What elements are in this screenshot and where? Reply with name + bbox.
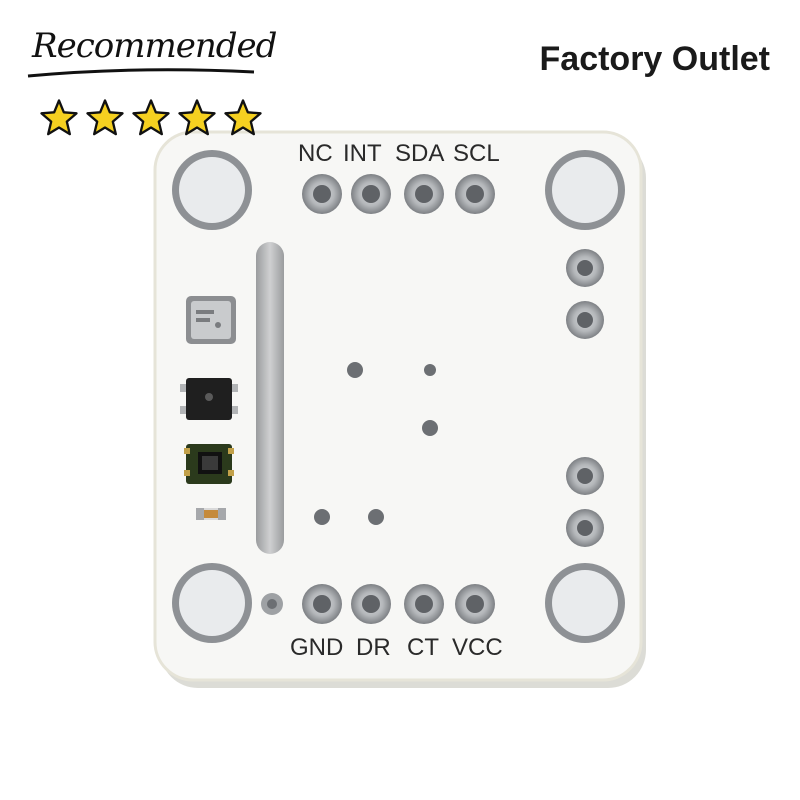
mounting-hole-bottom-left	[172, 563, 252, 643]
vias	[314, 362, 438, 525]
right-side-pads	[566, 249, 604, 547]
mounting-hole-bottom-right	[545, 563, 625, 643]
black-ic-chip	[180, 378, 238, 420]
smd-resistor	[196, 508, 226, 520]
top-header-pads	[302, 174, 495, 214]
star-icon	[178, 99, 216, 136]
pressure-sensor-chip	[186, 296, 236, 344]
pin-label-nc: NC	[298, 140, 333, 167]
light-sensor-chip	[184, 444, 234, 484]
recommended-text: Recommended	[32, 26, 277, 66]
pin-label-dr: DR	[356, 634, 391, 661]
star-icon	[224, 99, 262, 136]
star-icon	[86, 99, 124, 136]
pin-label-vcc: VCC	[452, 634, 503, 661]
pin-label-gnd: GND	[290, 634, 344, 661]
pin-label-sda: SDA	[395, 140, 445, 167]
bottom-header-pads	[261, 584, 495, 624]
metal-strip	[256, 242, 284, 554]
star-icon	[132, 99, 170, 136]
mounting-hole-top-right	[545, 150, 625, 230]
rating-stars	[38, 98, 264, 138]
pin-label-int: INT	[343, 140, 382, 167]
star-icon	[40, 99, 78, 136]
badge-underline	[27, 68, 255, 78]
pin-label-ct: CT	[407, 634, 439, 661]
mounting-hole-top-left	[172, 150, 252, 230]
shop-name: Factory Outlet	[539, 40, 770, 78]
pin-label-scl: SCL	[453, 140, 500, 167]
